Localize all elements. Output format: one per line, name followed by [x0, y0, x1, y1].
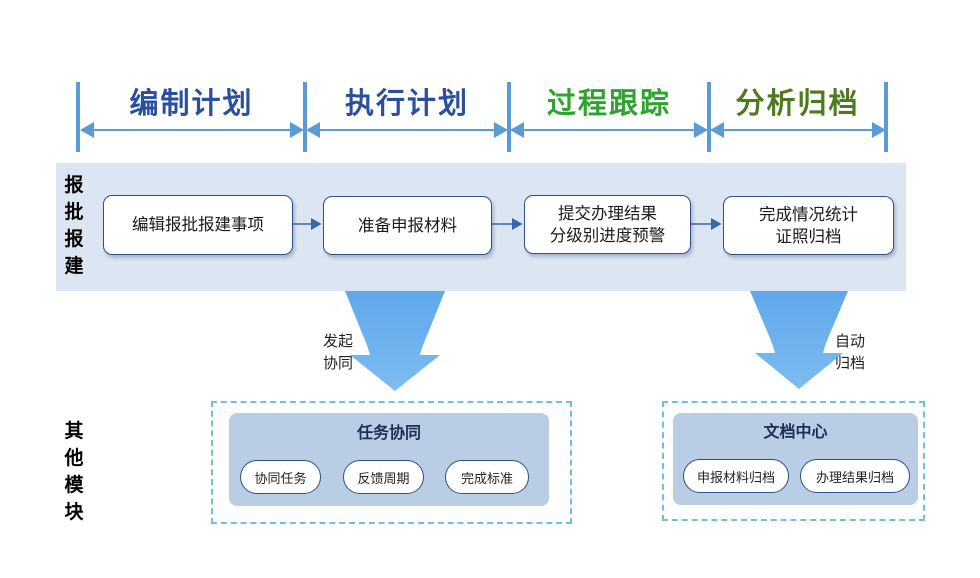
phase-divider [507, 82, 511, 152]
down-arrow-right-icon [750, 291, 848, 389]
task-module-panel: 任务协同 协同任务 反馈周期 完成标准 [229, 413, 549, 506]
arrow-label-initiate: 发起协同 [322, 332, 353, 372]
task-pill-standard: 完成标准 [445, 460, 529, 494]
doc-module-panel: 文档中心 申报材料归档 办理结果归档 [673, 413, 918, 505]
task-pill-feedback: 反馈周期 [343, 460, 424, 494]
task-pill-collab: 协同任务 [240, 460, 321, 494]
phase-title-track: 过程跟踪 [546, 86, 671, 120]
phase-title-archive: 分析归档 [735, 86, 860, 120]
doc-pill-materials: 申报材料归档 [683, 459, 789, 493]
phase-divider [303, 82, 307, 152]
process-arrows [293, 218, 722, 230]
doc-module-frame [662, 401, 925, 521]
arrow-label-auto-archive: 自动归档 [834, 332, 865, 372]
phase-timeline [80, 122, 886, 138]
phase-divider [707, 82, 711, 152]
process-box-complete: 完成情况统计 证照归档 [723, 196, 894, 255]
phase-title-execute: 执行计划 [344, 86, 469, 120]
doc-module-title: 文档中心 [763, 422, 828, 441]
down-arrow-left-icon [345, 291, 445, 391]
doc-pill-results: 办理结果归档 [800, 459, 910, 493]
phase-divider [76, 82, 80, 152]
phase-divider [884, 82, 888, 152]
row-label-approval: 报批报建 [64, 174, 84, 277]
process-box-submit: 提交办理结果 分级别进度预警 [524, 195, 691, 254]
task-module-frame [211, 401, 572, 524]
task-module-title: 任务协同 [356, 423, 421, 442]
process-box-prepare: 准备申报材料 [323, 196, 492, 255]
row-label-other: 其他模块 [64, 420, 84, 523]
phase-title-plan: 编制计划 [129, 86, 254, 120]
process-box-edit: 编辑报批报建事项 [103, 195, 293, 255]
